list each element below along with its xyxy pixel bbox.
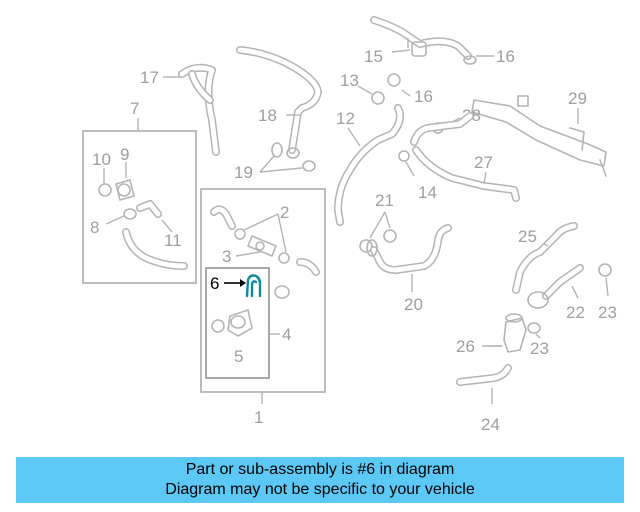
part-3-fitting xyxy=(247,235,277,257)
callout-9: 9 xyxy=(120,145,129,164)
callout-26: 26 xyxy=(456,337,475,356)
callout-6: 6 xyxy=(210,274,219,293)
callout-19: 19 xyxy=(234,163,253,182)
callout-12: 12 xyxy=(336,109,355,128)
callout-4: 4 xyxy=(282,325,291,344)
part-6-highlighted xyxy=(245,274,262,298)
part-14-clamp xyxy=(398,150,410,162)
part-2-elbow xyxy=(210,205,320,276)
callout-23-right: 23 xyxy=(598,303,617,322)
part-24-hose xyxy=(456,364,512,386)
part-8-clamp xyxy=(123,208,137,220)
callout-8: 8 xyxy=(90,218,99,237)
callout-5: 5 xyxy=(234,347,243,366)
banner-line-1: Part or sub-assembly is #6 in diagram xyxy=(185,461,455,478)
callout-14: 14 xyxy=(418,183,437,202)
part-16-clamp xyxy=(387,55,477,87)
callout-25: 25 xyxy=(518,227,537,246)
callout-1: 1 xyxy=(254,408,263,427)
callout-13: 13 xyxy=(340,71,359,90)
callout-11: 11 xyxy=(164,231,182,250)
callout-10: 10 xyxy=(92,150,111,169)
callout-24: 24 xyxy=(481,415,500,434)
part-23-clamp-lower xyxy=(527,322,541,334)
part-9-fitting xyxy=(115,179,135,201)
part-7-hose xyxy=(122,228,188,270)
part-22-hose xyxy=(527,264,584,309)
part-18-pipe xyxy=(236,46,322,159)
part-21-o-ring xyxy=(359,229,397,253)
callout-16-top: 16 xyxy=(496,47,515,66)
part-19-o-ring xyxy=(271,142,316,172)
callout-21: 21 xyxy=(375,191,394,210)
part-4-housing xyxy=(211,309,253,337)
part-29-rail xyxy=(471,95,607,177)
part-10-o-ring xyxy=(98,183,112,197)
parts-diagram: 17 18 19 15 16 16 13 12 xyxy=(82,16,617,434)
callout-23-lower: 23 xyxy=(530,339,549,358)
callout-29: 29 xyxy=(568,89,587,108)
part-13-clamp xyxy=(371,91,385,105)
callout-16-mid: 16 xyxy=(414,87,433,106)
callout-17: 17 xyxy=(140,68,159,87)
callout-3: 3 xyxy=(222,247,231,266)
callout-7: 7 xyxy=(130,99,139,118)
part-15-hose xyxy=(370,16,472,60)
assembly-4-box xyxy=(205,267,270,379)
callout-20: 20 xyxy=(404,295,423,314)
callout-22: 22 xyxy=(566,303,585,322)
callout-2: 2 xyxy=(280,203,289,222)
part-27-pipe xyxy=(410,112,520,202)
part-25-hose xyxy=(512,222,578,294)
part-17-hose xyxy=(178,63,220,156)
callout-15: 15 xyxy=(364,47,383,66)
banner-line-2: Diagram may not be specific to your vehi… xyxy=(165,481,475,498)
part-12-hose xyxy=(334,104,404,226)
callout-18: 18 xyxy=(258,106,277,125)
info-banner: Part or sub-assembly is #6 in diagram Di… xyxy=(16,457,624,503)
part-2-clamp xyxy=(274,285,290,299)
part-11-hose xyxy=(136,200,162,218)
assembly-1-box xyxy=(200,188,326,393)
part-23-clamp-right xyxy=(598,263,612,277)
part-20-pipe xyxy=(366,224,452,274)
callout-27: 27 xyxy=(474,153,493,172)
assembly-7-box xyxy=(82,130,197,284)
